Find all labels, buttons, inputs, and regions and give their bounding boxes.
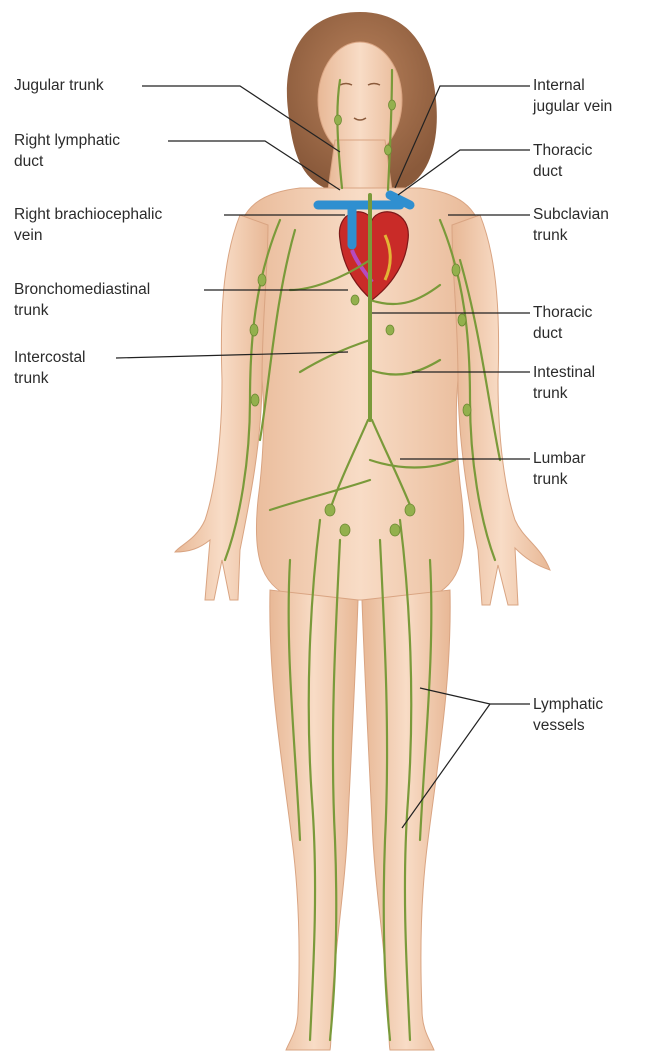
label-thoracic-duct-upper: Thoracic duct: [533, 140, 592, 182]
label-right-brachiocephalic-vein: Right brachiocephalic vein: [14, 204, 162, 246]
label-subclavian-trunk: Subclavian trunk: [533, 204, 609, 246]
label-intestinal-trunk: Intestinal trunk: [533, 362, 595, 404]
label-lymphatic-vessels: Lymphatic vessels: [533, 694, 603, 736]
body-silhouette: [175, 42, 550, 1050]
label-thoracic-duct-lower: Thoracic duct: [533, 302, 592, 344]
label-jugular-trunk: Jugular trunk: [14, 75, 104, 96]
label-bronchomediastinal-trunk: Bronchomediastinal trunk: [14, 279, 150, 321]
label-right-lymphatic-duct: Right lymphatic duct: [14, 130, 120, 172]
label-intercostal-trunk: Intercostal trunk: [14, 347, 86, 389]
label-lumbar-trunk: Lumbar trunk: [533, 448, 586, 490]
label-internal-jugular-vein: Internal jugular vein: [533, 75, 612, 117]
